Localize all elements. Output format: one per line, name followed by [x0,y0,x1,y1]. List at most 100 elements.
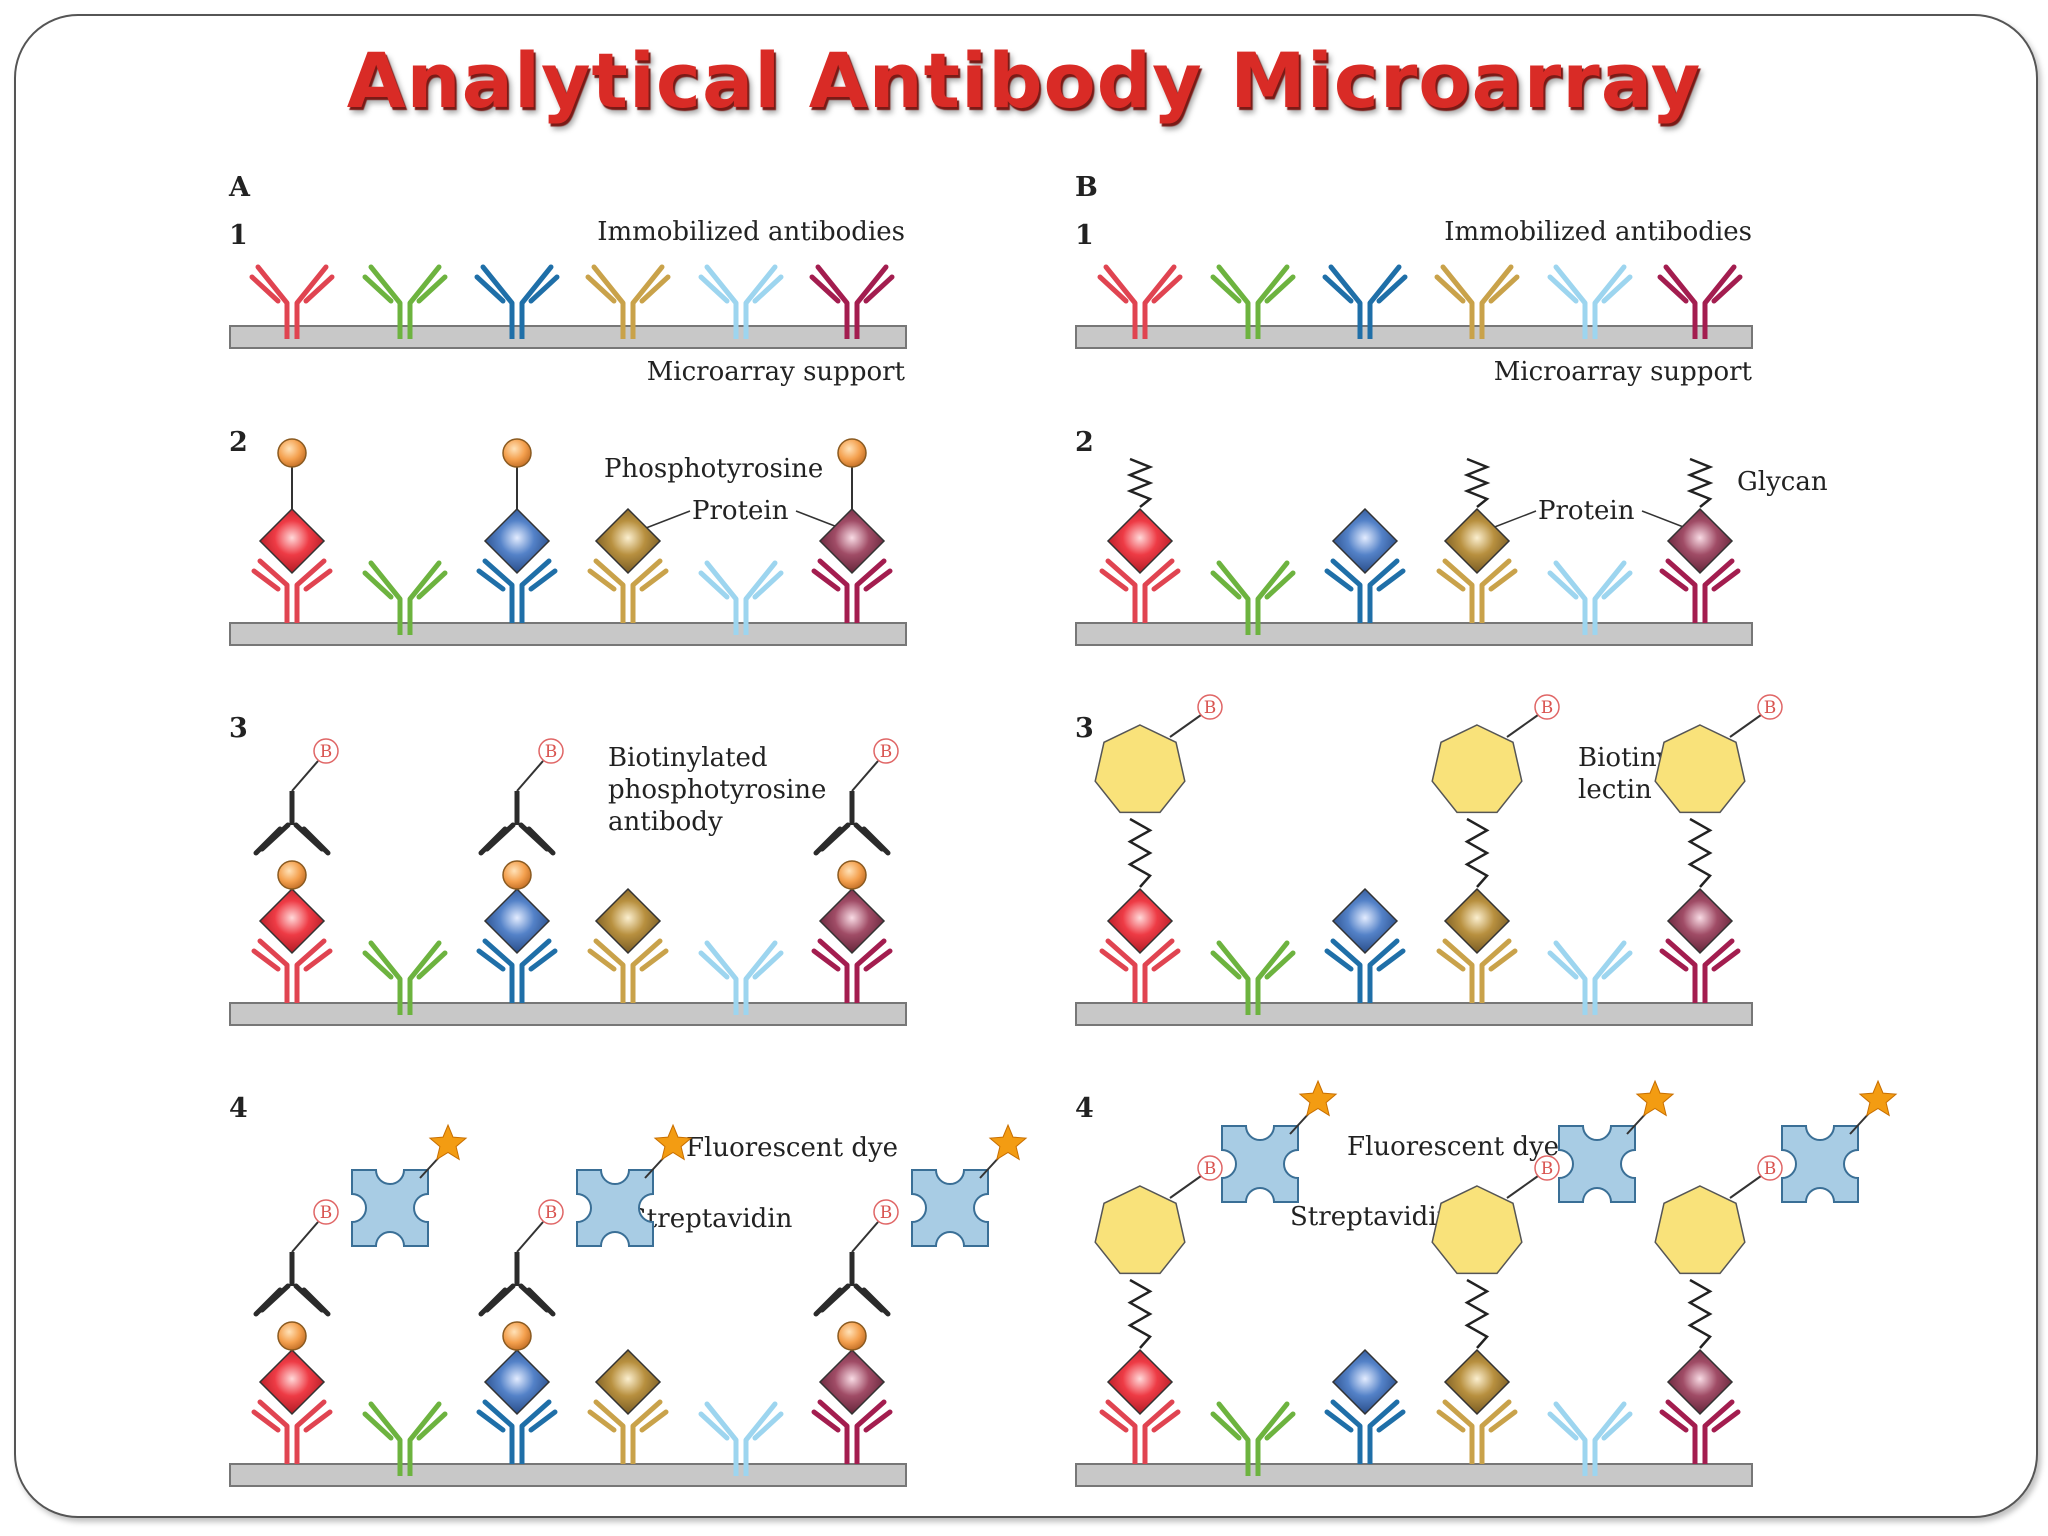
panel-a-step-4-support [229,1463,907,1487]
panel-a-step-1-antibody-6-arm-right [854,264,895,306]
panel-a-step-3-biotin-6-circle [873,738,899,764]
panel-b-step-4-dye-star-6 [1858,1079,1898,1117]
panel-a-step-2-capture-antibody-4-arm-right [630,558,669,592]
panel-b-step-3-biotin-6: B [1757,694,1783,720]
panel-b-step-1-antibody-6-arm-left [1657,264,1698,306]
panel-b-biotinylated-line-2: lectin [1578,775,1652,805]
panel-a-step-4-free-antibody-2-stem [397,1440,413,1476]
panel-b-step-4-capture-antibody-4-arm-left [1436,1399,1475,1433]
panel-b-step-4-capture-antibody-3 [1324,1399,1406,1464]
panel-a-step-4-capture-antibody-3 [476,1399,558,1464]
panel-a-step-3-capture-antibody-6-arm-left [811,938,850,972]
panel-a-protein-label: Protein [692,496,789,526]
panel-b-step-3-capture-antibody-1-arm-right [1142,938,1181,972]
panel-a-step-4-capture-antibody-1 [251,1399,333,1464]
panel-b-step-3-biotin-6-circle [1757,694,1783,720]
panel-b-step-1-antibody-5-stem [1582,303,1598,339]
panel-a-step-4-detection-antibody-1-arm-left [253,1283,291,1317]
panel-b-step-4-free-antibody-2-stem [1245,1440,1261,1476]
panel-b-step-1-antibody-4-arm-right [1479,264,1520,306]
panel-b-step-1-antibody-4-stem [1469,303,1485,339]
panel-a-step-2-free-antibody-5-arm-right [743,560,784,602]
panel-b-step-1-number: 1 [1075,220,1094,251]
panel-b-step-2-free-antibody-2-stem [1245,599,1261,635]
panel-b-step-4-protein-6 [1666,1348,1734,1416]
panel-b-step-3-glycan-6 [1687,817,1713,888]
panel-a-step-4-capture-antibody-4-stem [620,1426,636,1464]
panel-a-step-1-antibody-3-stem [509,303,525,339]
panel-b-step-4-capture-antibody-4-stem [1469,1426,1485,1464]
panel-b-step-4-free-antibody-5-arm-right [1592,1401,1633,1443]
panel-a-step-1-support [229,325,907,349]
panel-b-step-1-antibody-3-arm-left [1322,264,1363,306]
panel-a-step-4-biotin-6-circle [873,1199,899,1225]
panel-b-step-2-protein-3 [1331,507,1399,575]
panel-a-step-4-detection-antibody-1 [253,1252,331,1317]
panel-a-step-3-biotin-link-1 [291,760,319,792]
panel-a-step-4-streptavidin-6 [911,1169,989,1247]
panel-b-step-4-biotin-4-circle [1534,1155,1560,1181]
panel-a-step-3-capture-antibody-1-arm-right [294,938,333,972]
panel-a-step-4-free-antibody-5-stem [733,1440,749,1476]
panel-a-step-2-protein-6 [818,507,886,575]
panel-a-step-2-free-antibody-5 [698,560,784,635]
panel-a-step-4-detection-antibody-6-arm-left [813,1283,851,1317]
panel-a-step-1-antibody-1-arm-left [249,264,290,306]
panel-b-dye-label: Fluorescent dye [1347,1132,1559,1162]
panel-b-step-3-biotin-link-4 [1506,714,1539,738]
panel-a-step-4-detection-antibody-3-arm-left [478,1283,516,1317]
panel-a-step-1-antibody-3-arm-right [519,264,560,306]
panel-a-step-3-free-antibody-5-stem [733,979,749,1015]
panel-b-step-2-capture-antibody-1 [1099,558,1181,623]
panel-a-step-3-capture-antibody-3-arm-left [476,938,515,972]
panel-b-step-2-protein-1 [1106,507,1174,575]
panel-a-step-4-biotin-link-1 [291,1221,319,1253]
panel-b-step-4-capture-antibody-6-arm-right [1702,1399,1741,1433]
panel-b-step-4-biotin-link-1 [1169,1175,1202,1199]
panel-b-step-2-capture-antibody-6-arm-left [1659,558,1698,592]
panel-a-step-1-antibody-1 [249,264,335,339]
panel-a-step-3-protein-1 [258,887,326,955]
panel-b-step-3-protein-3 [1331,887,1399,955]
panel-a-step-3-capture-antibody-4-arm-right [630,938,669,972]
panel-b-step-2-free-antibody-2 [1210,560,1296,635]
panel-a-step-4-free-antibody-2 [362,1401,448,1476]
panel-b-step-1-antibody-2-arm-left [1210,264,1251,306]
panel-b-step-2-capture-antibody-6-arm-right [1702,558,1741,592]
panel-b-step-2-capture-antibody-1-arm-right [1142,558,1181,592]
panel-a-support-label: Microarray support [647,357,906,387]
panel-a-step-4-capture-antibody-3-arm-right [519,1399,558,1433]
panel-a-step-3-detection-antibody-1 [253,791,331,856]
panel-b-step-2-capture-antibody-4-stem [1469,585,1485,623]
panel-b-step-4-support [1075,1463,1753,1487]
panel-a-step-1-antibody-4-arm-left [585,264,626,306]
panel-a-step-4-free-antibody-5-arm-left [698,1401,739,1443]
panel-b-step-4-protein-3 [1331,1348,1399,1416]
panel-b-step-1-antibody-3-stem [1357,303,1373,339]
panel-a-step-4-streptavidin-3 [576,1169,654,1247]
panel-a-step-3-capture-antibody-3-stem [509,965,525,1003]
panel-b-step-3-biotin-4-circle [1534,694,1560,720]
panel-b-step-4-biotin-4-letter: B [1541,1159,1554,1179]
panel-a-step-3-phosphotyrosine-6 [837,860,867,890]
panel-a-step-1-antibody-2 [362,264,448,339]
panel-a-step-4-free-antibody-2-arm-left [362,1401,403,1443]
panel-b-step-3-free-antibody-5 [1547,940,1633,1015]
panel-a-step-3-free-antibody-2 [362,940,448,1015]
panel-a-step-2-phosphotyrosine-1 [277,438,307,468]
panel-a-step-3-detection-antibody-1-arm-left [253,822,291,856]
panel-a-step-4-biotin-1-letter: B [320,1203,333,1223]
panel-b-step-4-lectin-6 [1654,1185,1746,1275]
panel-a-step-3-capture-antibody-4 [587,938,669,1003]
panel-a-step-1-antibody-2-arm-right [407,264,448,306]
panel-a-step-2-free-antibody-2-stem [397,599,413,635]
panel-a-step-1-antibody-5-arm-right [743,264,784,306]
panel-b-step-3-protein-4 [1443,887,1511,955]
panel-b-step-3-capture-antibody-1 [1099,938,1181,1003]
panel-b-step-4-number: 4 [1075,1093,1094,1124]
panel-a-step-3-free-antibody-5 [698,940,784,1015]
panel-b-step-3-capture-antibody-6-stem [1692,965,1708,1003]
panel-a-step-4-free-antibody-5-arm-right [743,1401,784,1443]
panel-b-step-4-capture-antibody-6 [1659,1399,1741,1464]
